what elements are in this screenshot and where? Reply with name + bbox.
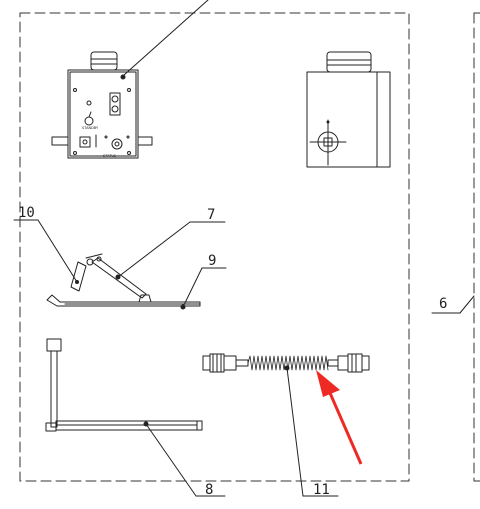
callout-10: 10 — [18, 205, 35, 221]
control-box-markings: STANDBY STATUS — [82, 126, 117, 158]
callout-11: 11 — [313, 482, 330, 498]
leader-lines — [13, 0, 475, 497]
dashed-frame-right — [473, 12, 480, 482]
control-box-front — [51, 51, 153, 159]
svg-text:STANDBY: STANDBY — [82, 126, 99, 130]
svg-text:STATUS: STATUS — [103, 154, 117, 158]
dashed-frame-left — [19, 12, 410, 482]
callout-9: 9 — [208, 253, 216, 269]
red-arrow — [316, 370, 363, 465]
callout-6: 6 — [439, 296, 447, 312]
callout-7: 7 — [207, 207, 215, 223]
handle-bar — [45, 338, 203, 432]
callout-8: 8 — [205, 482, 213, 498]
coiled-cable — [202, 353, 370, 373]
foot-pedal-assembly — [46, 253, 201, 310]
control-box-side — [306, 51, 391, 168]
